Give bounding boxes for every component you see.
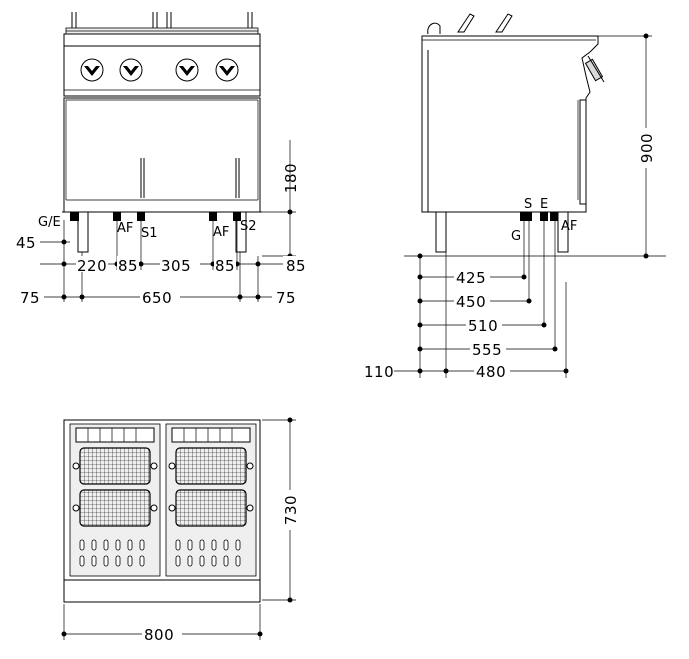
control-knobs [80,58,239,82]
front-dim-75a: 75 [20,289,40,307]
side-dim-height: 900 [638,133,656,163]
perforation-slot [139,555,145,567]
perforation-slot [103,555,109,567]
perforation-slot [175,555,181,567]
perforation-slot [175,539,181,551]
perforation-slot [79,555,85,567]
side-view: S E G AF 900 425 450 [364,13,666,381]
front-dim-305: 305 [161,257,191,275]
perforation-slot [211,555,217,567]
side-label-s: S [524,197,532,212]
side-dim-555: 555 [472,341,502,359]
perforation-slot [235,539,241,551]
perforations [79,539,241,567]
side-dim-480: 480 [476,363,506,381]
perforation-slot [187,555,193,567]
front-dim-85c: 85 [286,257,306,275]
top-view: 730 800 [61,417,300,644]
front-dim-220: 220 [77,257,107,275]
perforation-slot [199,555,205,567]
front-label-af1: AF [117,221,133,236]
side-dim-510: 510 [468,317,498,335]
top-dim-width: 800 [144,626,174,644]
perforation-slot [91,555,97,567]
side-cabinet [421,35,599,213]
perforation-slot [115,555,121,567]
perforation-slot [223,539,229,551]
front-cabinet [63,97,261,213]
front-label-ge: G/E [38,215,61,230]
perforation-slot [127,555,133,567]
perforation-slot [187,539,193,551]
front-label-s2: S2 [240,219,257,234]
front-dim-75b: 75 [276,289,296,307]
basket-handles [75,427,251,443]
side-dim-110: 110 [364,363,394,381]
front-left-foot [77,211,89,253]
side-label-af: AF [561,219,577,234]
front-dim-height: 180 [282,163,300,193]
perforation-slot [79,539,85,551]
perforation-slot [115,539,121,551]
front-dim-85b: 85 [215,257,235,275]
front-view: G/E AF S1 AF S2 180 45 [16,12,309,307]
perforation-slot [127,539,133,551]
perforation-slot [139,539,145,551]
side-dim-450: 450 [456,293,486,311]
perforation-slot [103,539,109,551]
perforation-slot [223,555,229,567]
side-label-e: E [540,197,548,212]
front-handles [71,12,253,30]
perforation-slot [235,555,241,567]
perforation-slot [211,539,217,551]
perforation-slot [91,539,97,551]
front-dim-650: 650 [142,289,172,307]
top-dim-depth: 730 [282,495,300,525]
perforation-slot [199,539,205,551]
side-dim-425: 425 [456,269,486,287]
fryer-baskets [72,447,254,527]
front-dim-85a: 85 [118,257,138,275]
front-label-s1: S1 [141,226,158,241]
side-label-g: G [511,229,521,244]
front-dim-45: 45 [16,234,36,252]
front-label-af2: AF [213,225,229,240]
